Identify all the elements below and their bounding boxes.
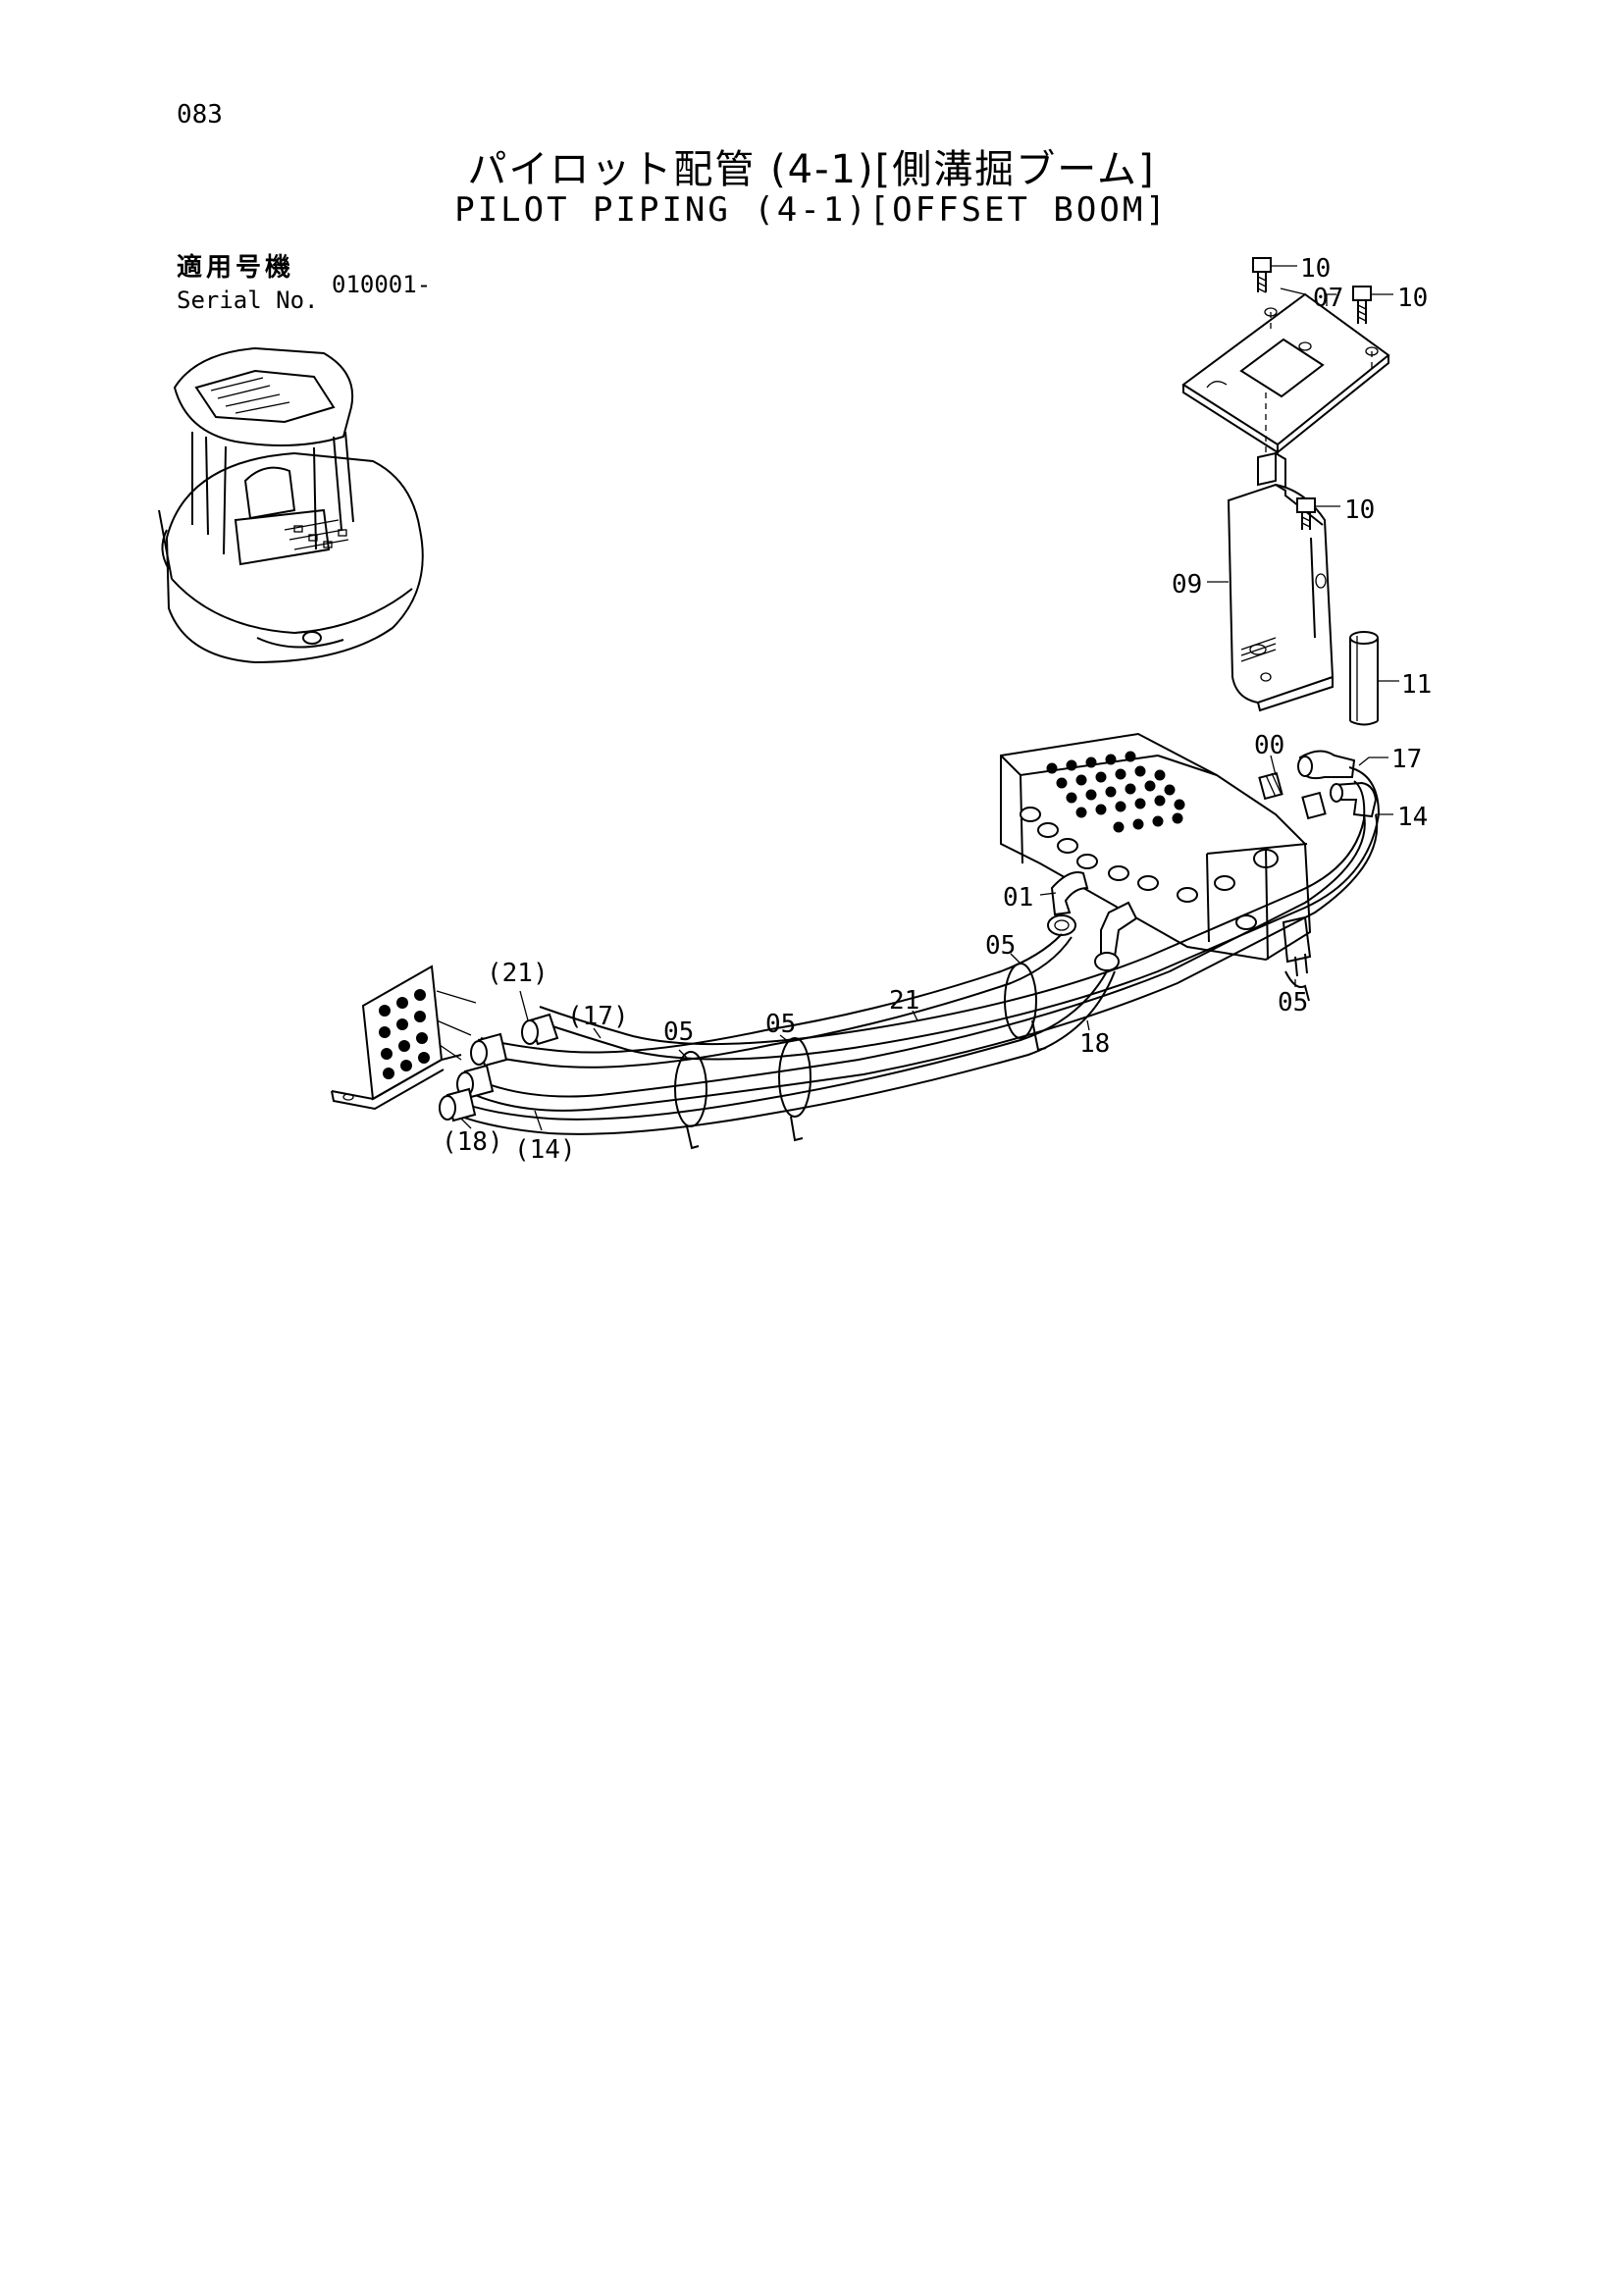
callout-10-top-left: 10	[1300, 254, 1331, 284]
clamp-05-valve	[1284, 970, 1310, 1002]
callout-labels: 10 07 10 10 09 11 00 17 14 01 05 05 21 1…	[442, 254, 1432, 1165]
pilot-valve-bracket	[331, 965, 477, 1111]
control-valve-block	[1000, 732, 1312, 977]
fitting-elbow-14	[1330, 781, 1378, 818]
leader-lines	[460, 287, 1393, 1131]
fittings	[1047, 750, 1378, 971]
page-title-ja: パイロット配管 (4-1)[側溝掘ブーム]	[467, 147, 1156, 192]
bolt-10-middle	[1296, 497, 1340, 530]
callout-paren-21: (21)	[487, 959, 549, 988]
pipe-11	[1349, 631, 1399, 726]
callout-18: 18	[1079, 1029, 1110, 1059]
callout-10-top-right: 10	[1397, 284, 1428, 313]
serial-number-value: 010001-	[332, 271, 432, 298]
excavator-overview-illustration	[158, 346, 424, 664]
clamp-05-middle	[778, 1037, 812, 1142]
callout-11: 11	[1401, 670, 1432, 700]
bolt-10-top-left	[1252, 257, 1297, 293]
hose-end-17	[470, 1032, 508, 1068]
callout-05-valve-right: 05	[1278, 988, 1308, 1018]
callout-21: 21	[889, 986, 919, 1016]
serial-label-en: Serial No.	[177, 287, 319, 314]
callout-05-valve-left: 05	[985, 931, 1016, 961]
page-number: 083	[177, 100, 223, 130]
clamp-05-left	[674, 1051, 707, 1150]
callout-00: 00	[1254, 731, 1284, 760]
fitting-00b	[1301, 791, 1327, 820]
callout-07: 07	[1313, 284, 1343, 313]
hose-end-21	[521, 1013, 559, 1046]
serial-label-ja: 適用号機	[177, 253, 295, 283]
fitting-00	[1258, 771, 1283, 801]
fitting-elbow-right	[1094, 901, 1138, 971]
callout-paren-14: (14)	[514, 1135, 576, 1165]
callout-09: 09	[1172, 570, 1202, 600]
mounting-plate-assembly	[1181, 257, 1393, 456]
bolt-10-top-right	[1352, 286, 1393, 324]
callout-paren-18: (18)	[442, 1127, 503, 1157]
callout-paren-17: (17)	[567, 1002, 629, 1031]
fitting-elbow-17	[1297, 750, 1356, 780]
callout-05-clamp-middle: 05	[765, 1010, 796, 1039]
fitting-elbow-01	[1047, 871, 1089, 936]
page-title-en: PILOT PIPING (4-1)[OFFSET BOOM]	[454, 190, 1169, 230]
callout-17: 17	[1391, 745, 1422, 774]
callout-14: 14	[1397, 803, 1428, 832]
bracket-plate-assembly	[1227, 451, 1399, 726]
hose-bundle	[439, 766, 1381, 1150]
hose-end-18	[439, 1087, 477, 1122]
callout-05-clamp-left: 05	[663, 1018, 694, 1047]
callout-10-middle: 10	[1344, 496, 1375, 525]
callout-01: 01	[1003, 883, 1033, 913]
